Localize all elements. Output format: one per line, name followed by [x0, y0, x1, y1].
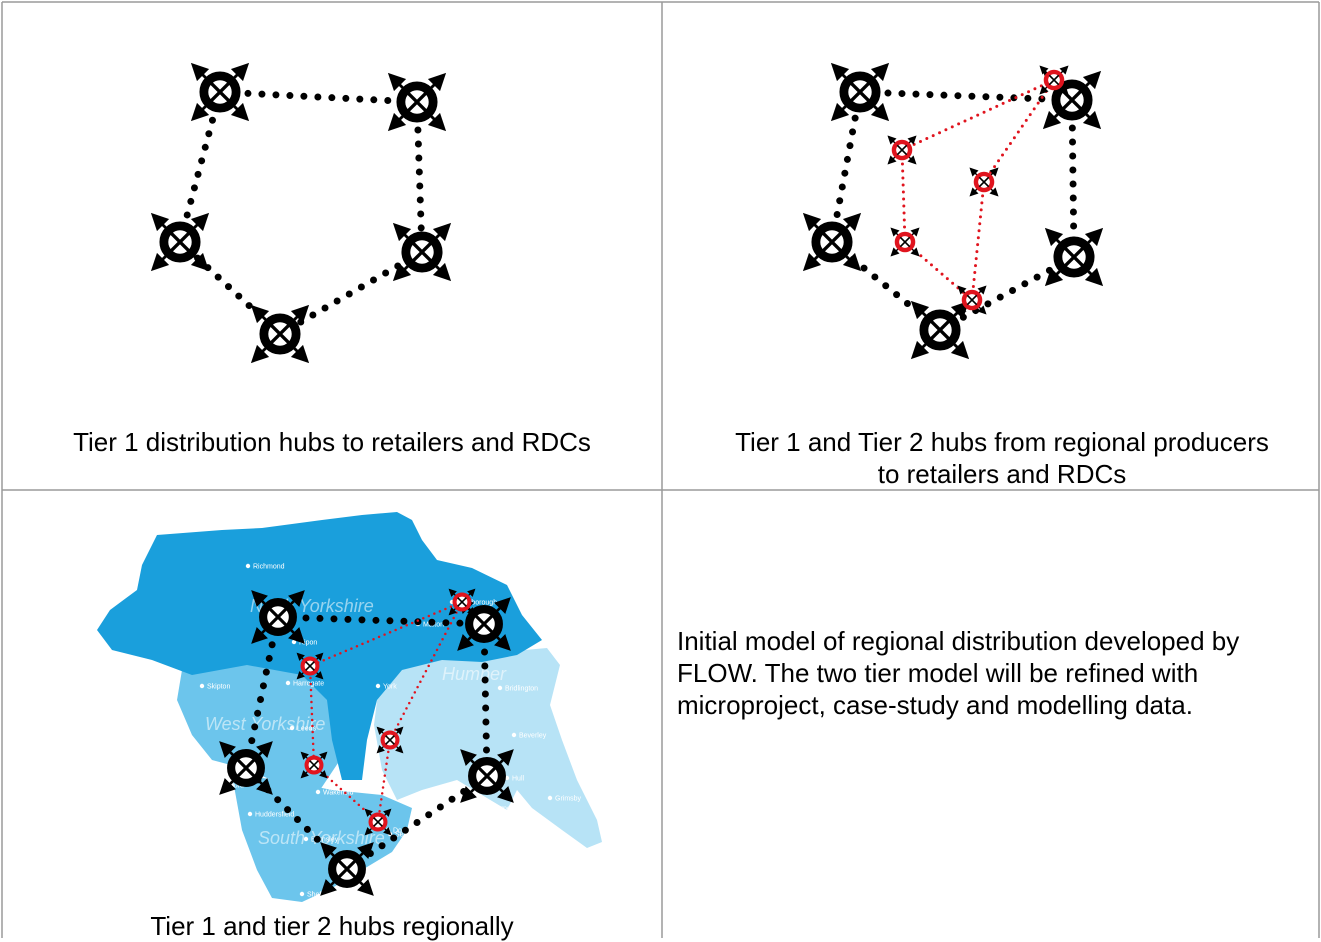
town-label: Huddersfield — [255, 812, 294, 819]
tier1-hub-icon — [830, 62, 890, 122]
panel-tier1: Tier 1 distribution hubs to retailers an… — [2, 2, 662, 490]
town-label: Wakefield — [323, 790, 354, 797]
tier2-hub-icon — [1039, 65, 1069, 95]
tier1-link — [1068, 96, 1078, 261]
tier1-link — [480, 620, 491, 780]
description-text: Initial model of regional distribution d… — [677, 626, 1240, 720]
tier1-hub-icon — [250, 304, 310, 364]
tier1-hub-icon — [190, 62, 250, 122]
tier1-link — [936, 253, 1078, 334]
tier1-network-diagram — [150, 62, 452, 364]
tier2-hub-icon — [364, 808, 392, 836]
town-label: York — [383, 684, 397, 691]
tier2-link — [970, 180, 986, 302]
tier1-link — [856, 88, 1076, 104]
town-marker: Harrogate — [285, 681, 324, 688]
tier1-link — [242, 613, 282, 772]
town-marker: Grimsby — [547, 796, 582, 803]
regional-map-diagram: North Yorkshire West Yorkshire South Yor… — [97, 512, 602, 902]
tier2-link — [900, 148, 907, 244]
town-label: Doncaster — [393, 828, 426, 835]
tier2-link — [900, 78, 1056, 152]
town-marker: Scunthorpe — [467, 806, 511, 813]
tier2-hub-icon — [296, 652, 324, 680]
tier1-link — [413, 98, 426, 256]
town-label: Scunthorpe — [475, 806, 511, 813]
tier2-hub-icon — [890, 227, 920, 257]
caption-regional: Tier 1 and tier 2 hubs regionally — [150, 911, 514, 941]
tier2-hub-icon — [376, 726, 404, 754]
tier1-hub-icon — [1044, 227, 1104, 287]
tier1-hub-icon — [150, 212, 210, 272]
tier1-hub-icon — [910, 300, 970, 360]
tier1-hub-icon — [457, 597, 511, 651]
tier1-link — [828, 88, 864, 246]
town-label: Bridlington — [505, 686, 538, 693]
town-marker: Skipton — [199, 684, 230, 691]
map-label-humber: Humber — [442, 664, 507, 684]
tier2-hub-icon — [448, 588, 476, 616]
town-marker: Huddersfield — [247, 812, 294, 819]
tier1-link — [176, 88, 224, 246]
tier1-hub-icon — [387, 72, 447, 132]
tier1-link — [242, 764, 351, 873]
tier1-hub-icon — [392, 222, 452, 282]
town-label: Skipton — [207, 684, 230, 691]
town-label: Richmond — [253, 564, 285, 571]
map-label-south-yorkshire: South Yorkshire — [258, 828, 385, 848]
town-marker: Bridlington — [497, 686, 538, 693]
tier2-hub-icon — [300, 751, 328, 779]
tier1-hub-icon — [219, 741, 273, 795]
tier2-link — [388, 600, 464, 742]
tier2-hub-icon — [887, 135, 917, 165]
town-label: Selby — [395, 832, 413, 839]
town-label: Barnsley — [311, 837, 339, 844]
town-label: Grimsby — [555, 796, 582, 803]
town-label: Ripon — [299, 640, 317, 647]
tier12-network-diagram — [802, 62, 1104, 360]
panel-regional: North Yorkshire West Yorkshire South Yor… — [2, 490, 662, 941]
town-marker: York — [375, 684, 397, 691]
town-label: Hull — [512, 776, 525, 783]
town-label: Harrogate — [293, 681, 324, 688]
tier1-link — [216, 88, 421, 106]
tier2-link — [308, 600, 464, 668]
caption-tier1: Tier 1 distribution hubs to retailers an… — [73, 427, 591, 457]
tier1-hub-icon — [460, 749, 514, 803]
caption-tier12: Tier 1 and Tier 2 hubs from regional pro… — [735, 427, 1269, 489]
tier1-link — [276, 248, 426, 338]
tier1-hub-icon — [802, 212, 862, 272]
tier1-hub-icon — [320, 842, 374, 896]
town-label: Scarborough — [457, 600, 497, 607]
town-markers: RichmondRiponSkiptonMaltonBridlingtonBev… — [199, 564, 582, 899]
tier1-hub-icon — [251, 590, 305, 644]
tier2-hub-icon — [957, 285, 987, 315]
town-marker: Beverley — [511, 733, 547, 740]
town-marker: Wakefield — [315, 790, 354, 797]
town-marker: Richmond — [245, 564, 285, 571]
tier2-hub-icon — [969, 167, 999, 197]
town-marker: Leeds — [289, 726, 317, 733]
tier2-link — [903, 240, 974, 302]
panel-tier12: Tier 1 and Tier 2 hubs from regional pro… — [662, 2, 1319, 490]
tier2-link — [376, 738, 392, 824]
town-label: Leeds — [297, 726, 317, 733]
town-marker: Barnsley — [303, 837, 339, 844]
yorkshire-map: North Yorkshire West Yorkshire South Yor… — [97, 512, 602, 902]
town-label: Beverley — [519, 733, 547, 740]
tier2-link — [982, 78, 1056, 184]
map-label-west-yorkshire: West Yorkshire — [205, 714, 325, 734]
tier1-link — [828, 238, 944, 334]
panel-description: Initial model of regional distribution d… — [662, 490, 1319, 938]
town-label: Sheffield — [307, 892, 334, 899]
